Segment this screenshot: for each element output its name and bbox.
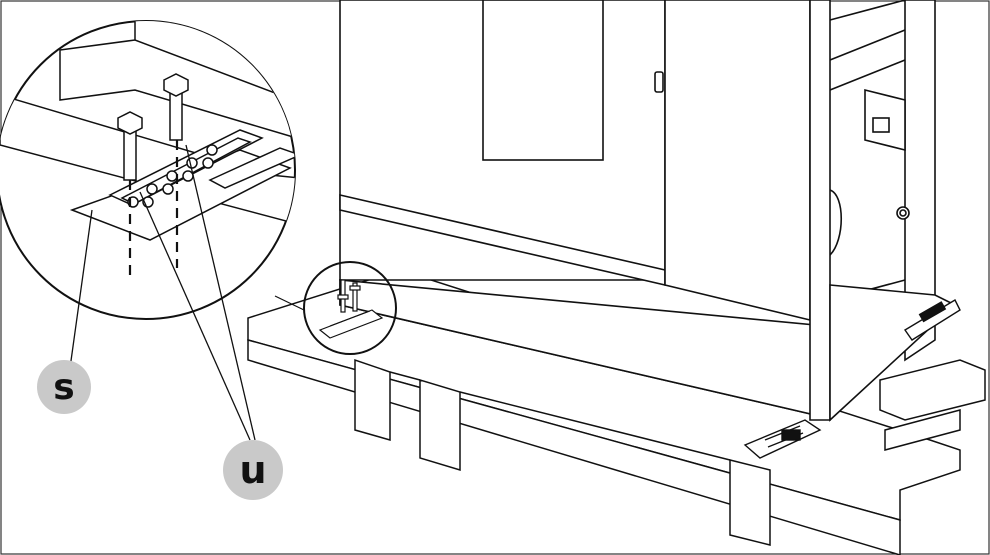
leader-u-2 (185, 144, 256, 441)
callout-s-bubble (37, 360, 91, 414)
callout-u-label: u (239, 448, 266, 492)
rear-pipe (829, 189, 843, 256)
stove-window (482, 0, 604, 161)
bolt-dash-lines (128, 140, 179, 280)
stove-handle (654, 71, 664, 93)
stove-side-frame (809, 0, 831, 421)
stove-rear-frame (904, 0, 936, 362)
zoom-detail (0, 21, 295, 241)
detail-marker-circle (303, 261, 397, 355)
callout-s-label: s (53, 367, 74, 408)
zoom-rail-right (208, 147, 295, 189)
callout-u-bubble (223, 440, 283, 500)
zoom-bolt-left-shank (123, 127, 137, 181)
zoom-stove-base (59, 39, 295, 147)
zoom-bolt-right-head (163, 73, 189, 97)
leader-lines (69, 144, 256, 441)
foot-bracket-rear (903, 299, 961, 341)
leader-u-1 (139, 191, 251, 441)
rear-outlet-inner (899, 209, 907, 217)
pallet-center-block (419, 378, 461, 472)
pallet-side-beam-2 (884, 409, 961, 451)
control-switch (872, 117, 890, 133)
pallet-right-block (729, 459, 771, 546)
detail-connector (274, 295, 305, 311)
callout-u: u (223, 440, 283, 500)
zoom-bolt-right-shank (169, 91, 183, 141)
pallet-left-block (354, 358, 391, 441)
pallet-side-beam (879, 359, 986, 421)
stove-front-panel-right (664, 0, 811, 322)
stove (339, 0, 957, 422)
pallet (247, 269, 986, 555)
foot-bracket-right (743, 419, 822, 459)
zoom-bolt-left-head (117, 111, 143, 135)
leader-s (69, 209, 93, 369)
detail-marker-bracket (318, 279, 384, 339)
callout-s: s (37, 360, 91, 414)
